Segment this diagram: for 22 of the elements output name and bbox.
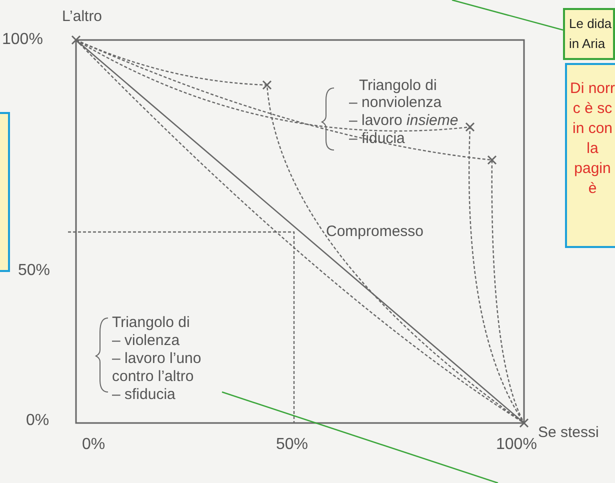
chart-annotation: Triangolo di [359,77,437,95]
leader-line [222,391,498,483]
caption-box: Le dida in Aria [563,8,615,60]
chart-annotation: – sfiducia [112,386,176,404]
note-box [0,112,10,272]
axis-label: Se stessi [538,424,599,442]
tick-label: 0% [82,436,106,454]
axis-label: L’altro [62,8,102,26]
tick-label: 100% [2,31,43,49]
leader-line [452,0,564,31]
chart-annotation: – violenza [112,332,181,350]
chart-annotation: – lavoro insieme [349,112,458,130]
tick-label: 0% [26,412,50,430]
tick-label: 100% [496,436,537,454]
chart-annotation: – nonviolenza [349,94,442,112]
chart-annotation: – fiducia [349,130,405,148]
tick-label: 50% [18,262,50,280]
chart-annotation: Compromesso [326,223,424,241]
note-box: Di norr c è sc in con la pagin è [565,63,615,248]
tick-label: 50% [276,436,308,454]
chart-annotation: – lavoro l’uno contro l’altro [112,350,202,386]
chart-annotation: Triangolo di [112,314,191,332]
